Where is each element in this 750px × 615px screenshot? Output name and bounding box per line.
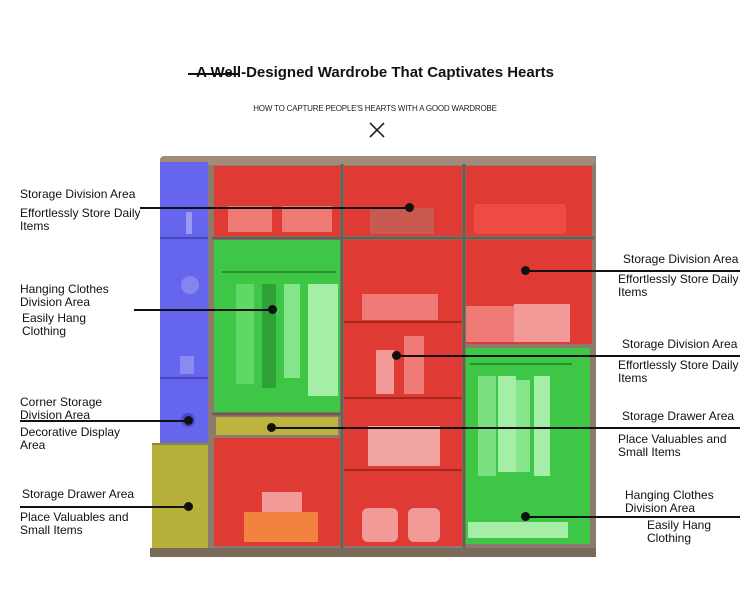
- leader-dot: [405, 203, 414, 212]
- leader-dot: [184, 416, 193, 425]
- callout-left-drawer: Storage Drawer Area Place Valuables and …: [20, 487, 140, 537]
- callout-right-drawer: Storage Drawer Area Place Valuables and …: [618, 410, 740, 459]
- middle-column-storage: [344, 240, 462, 546]
- callout-desc: Place Valuables and Small Items: [20, 510, 129, 537]
- leader-dot: [267, 423, 276, 432]
- leader-dot: [521, 266, 530, 275]
- callout-right-storage-2: Storage Division Area Effortlessly Store…: [618, 338, 744, 385]
- left-drawer-strip: [216, 417, 338, 435]
- page-subtitle: HOW TO CAPTURE PEOPLE'S HEARTS WITH A GO…: [253, 104, 497, 113]
- callout-title: Storage Drawer Area: [622, 409, 735, 423]
- leader-dot: [184, 502, 193, 511]
- leader-line: [525, 516, 740, 518]
- callout-desc: Place Valuables and Small Items: [618, 432, 727, 459]
- callout-left-storage: Storage Division Area Effortlessly Store…: [20, 188, 160, 233]
- leader-line: [270, 427, 740, 429]
- callout-title: Corner Storage Division Area: [20, 395, 103, 422]
- title-strike-line: [188, 73, 238, 75]
- callout-title: Storage Division Area: [623, 252, 739, 266]
- leader-line: [20, 420, 188, 422]
- page-title: A Well-Designed Wardrobe That Captivates…: [196, 64, 554, 81]
- lower-drawer-area: [152, 444, 208, 548]
- leader-line: [525, 270, 740, 272]
- leader-line: [396, 355, 740, 357]
- wardrobe-top-panel: [160, 156, 596, 165]
- callout-title: Storage Division Area: [20, 187, 136, 201]
- callout-desc: Effortlessly Store Daily Items: [20, 206, 141, 233]
- close-icon: [369, 122, 385, 138]
- leader-dot: [268, 305, 277, 314]
- leader-line: [20, 506, 188, 508]
- leader-dot: [392, 351, 401, 360]
- callout-desc: Effortlessly Store Daily Items: [618, 272, 739, 299]
- callout-desc: Decorative Display Area: [20, 425, 121, 452]
- wardrobe-base: [150, 548, 596, 557]
- callout-left-corner: Corner Storage Division Area Decorative …: [20, 396, 130, 452]
- callout-desc: Effortlessly Store Daily Items: [618, 358, 739, 385]
- callout-title: Hanging Clothes Division Area: [625, 488, 714, 515]
- corner-storage-area: [160, 162, 208, 444]
- callout-title: Storage Division Area: [622, 337, 738, 351]
- callout-desc: Easily Hang Clothing: [647, 518, 712, 545]
- callout-right-hanging: Hanging Clothes Division Area Easily Han…: [625, 489, 735, 545]
- leader-line: [140, 207, 408, 209]
- leader-line: [134, 309, 272, 311]
- callout-title: Hanging Clothes Division Area: [20, 282, 109, 309]
- leader-dot: [521, 512, 530, 521]
- callout-title: Storage Drawer Area: [22, 487, 135, 501]
- callout-left-hanging: Hanging Clothes Division Area Easily Han…: [20, 283, 130, 338]
- callout-desc: Easily Hang Clothing: [22, 311, 87, 338]
- callout-right-storage-1: Storage Division Area Effortlessly Store…: [618, 253, 744, 299]
